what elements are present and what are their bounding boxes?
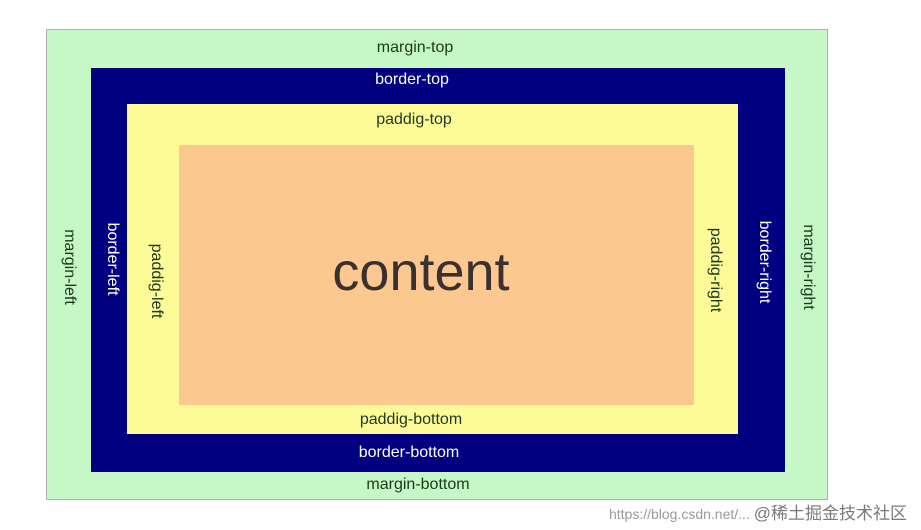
margin-right-label: margin-right [800, 224, 817, 310]
content-area [179, 145, 694, 405]
margin-bottom-label: margin-bottom [366, 476, 470, 493]
watermark-brand: @稀土掘金技术社区 [753, 504, 907, 523]
border-right-label: border-right [756, 220, 773, 304]
watermark: https://blog.csdn.net/... @稀土掘金技术社区 [609, 499, 907, 524]
margin-left-label: margin-left [61, 229, 78, 305]
content-label: content [332, 242, 510, 302]
border-left-label: border-left [104, 222, 121, 296]
padding-bottom-label: paddig-bottom [359, 411, 463, 428]
padding-right-label: paddig-right [707, 227, 724, 313]
padding-left-label: paddig-left [148, 243, 165, 319]
border-bottom-label: border-bottom [358, 444, 460, 461]
watermark-url: https://blog.csdn.net/... [608, 506, 750, 522]
border-top-label: border-top [375, 71, 449, 88]
padding-top-label: paddig-top [376, 111, 452, 128]
margin-top-label: margin-top [376, 39, 454, 56]
